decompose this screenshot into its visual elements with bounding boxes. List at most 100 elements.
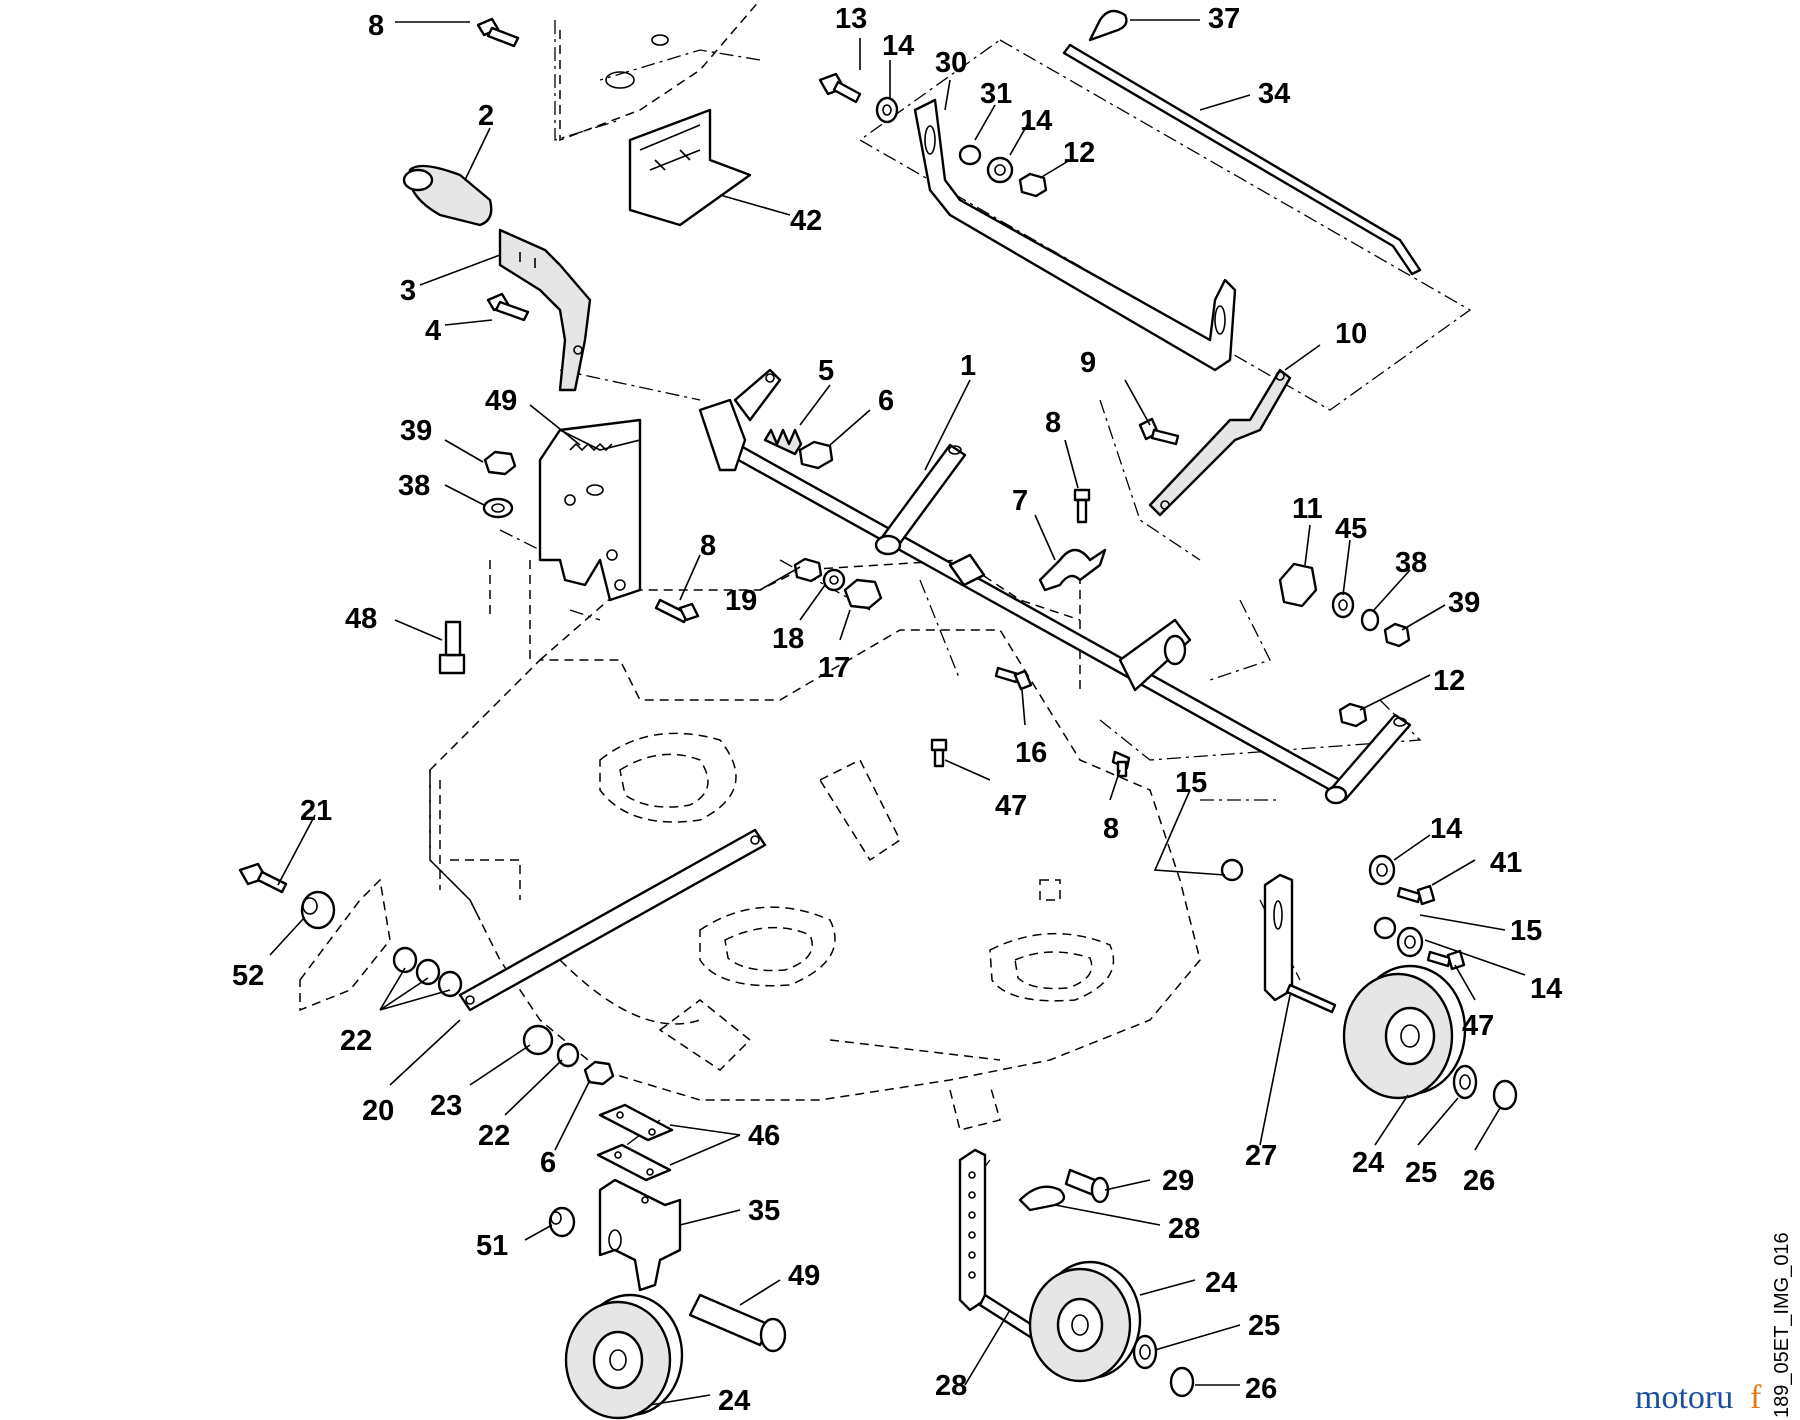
- pin-clip: [1018, 1185, 1066, 1212]
- callout-42: 42: [790, 205, 822, 237]
- callout-14: 14: [1430, 813, 1462, 845]
- spacer: [958, 144, 982, 166]
- washer: [415, 958, 441, 986]
- callout-26: 26: [1245, 1373, 1277, 1405]
- callout-34: 34: [1258, 78, 1290, 110]
- callout-12: 12: [1063, 137, 1095, 169]
- washer: [875, 96, 899, 124]
- callout-47: 49: [788, 1260, 820, 1292]
- bolt: [1396, 884, 1436, 906]
- nut: [1018, 172, 1048, 198]
- washer: [1396, 926, 1424, 958]
- callout-2: 2: [478, 100, 494, 132]
- callout-28: 28: [935, 1370, 967, 1402]
- callout-38: 38: [398, 470, 430, 502]
- watermark-text-orange: f: [1750, 1379, 1762, 1416]
- callout-45: 45: [1335, 513, 1367, 545]
- callout-15: 15: [1510, 915, 1542, 947]
- callout-29: 29: [1162, 1165, 1194, 1197]
- callout-20: 20: [362, 1095, 394, 1127]
- callout-1: 1: [960, 350, 976, 382]
- wheel-bracket: [598, 1178, 682, 1292]
- callout-27: 27: [1245, 1140, 1277, 1172]
- pin-clip: [1088, 9, 1128, 42]
- snap-ring: [1169, 1366, 1195, 1398]
- washer: [1331, 591, 1355, 619]
- callout-3: 3: [400, 275, 416, 307]
- image-code: 189_05ET_IMG_016: [1771, 1232, 1793, 1418]
- callout-25: 25: [1405, 1157, 1437, 1189]
- rear-wheel-left: [1028, 1260, 1142, 1383]
- nut: [793, 557, 823, 583]
- callout-46: 46: [748, 1120, 780, 1152]
- callout-15: 15: [1175, 767, 1207, 799]
- callout-24: 24: [718, 1385, 750, 1417]
- washer: [556, 1042, 580, 1068]
- bolt: [438, 620, 466, 675]
- front-wheel: [564, 1293, 684, 1420]
- height-bracket: [538, 418, 642, 602]
- washer: [482, 497, 514, 519]
- nut: [483, 450, 517, 476]
- spacer: [300, 890, 336, 930]
- washer: [1132, 1334, 1158, 1370]
- bolt: [1138, 417, 1180, 446]
- callout-10: 10: [1335, 318, 1367, 350]
- handle-lever: [498, 228, 592, 392]
- callout-37: 37: [1208, 3, 1240, 35]
- bolt: [654, 598, 700, 624]
- callout-41: 47: [995, 790, 1027, 822]
- washer: [1360, 608, 1380, 632]
- callout-11: 11: [1292, 493, 1323, 525]
- front-arm: [1148, 368, 1292, 517]
- spacer: [1373, 916, 1397, 940]
- callout-23: 23: [430, 1090, 462, 1122]
- frame-fragment: [559, 0, 761, 142]
- callout-8: 8: [1045, 407, 1061, 439]
- callout-41: 47: [1462, 1010, 1494, 1042]
- callout-14: 14: [882, 30, 914, 62]
- washer: [1452, 1064, 1478, 1100]
- callout-12: 12: [1433, 665, 1465, 697]
- nut: [798, 440, 834, 470]
- callout-25: 25: [1248, 1310, 1280, 1342]
- bolt: [994, 666, 1033, 691]
- washer: [437, 970, 463, 998]
- height-bracket: [1263, 873, 1337, 1014]
- spacer: [522, 1024, 554, 1056]
- callout-21: 21: [300, 795, 332, 827]
- lift-shaft: [698, 368, 1412, 805]
- callout-22: 22: [478, 1120, 510, 1152]
- callout-52: 52: [232, 960, 264, 992]
- washer: [986, 156, 1014, 184]
- callout-17: 17: [818, 652, 850, 684]
- callout-24: 24: [1352, 1147, 1384, 1179]
- callout-4: 4: [425, 315, 441, 347]
- shim-plate: [596, 1103, 674, 1182]
- callout-14: 14: [1530, 973, 1562, 1005]
- callout-39: 39: [1448, 587, 1480, 619]
- handle-grip: [402, 164, 493, 227]
- front-bar: [458, 828, 767, 1012]
- callout-48: 51: [476, 1230, 508, 1262]
- leader-lines: [269, 19, 1526, 1406]
- callout-39: 39: [400, 415, 432, 447]
- callout-33: 31: [980, 78, 1012, 110]
- callout-19: 19: [725, 585, 757, 617]
- callout-38: 38: [1395, 547, 1427, 579]
- mounting-bracket: [628, 108, 752, 227]
- callout-24: 24: [1205, 1267, 1237, 1299]
- callout-13: 13: [835, 3, 867, 35]
- axle-bolt: [688, 1293, 787, 1353]
- callout-labels: 8 13 14 30 31 14 12 37 34 2 42 3 4 5 6 1…: [232, 3, 1562, 1417]
- callout-9: 9: [1080, 347, 1096, 379]
- callout-40: 41: [1490, 847, 1522, 879]
- callout-8: 8: [1103, 813, 1119, 845]
- bushing: [548, 1206, 576, 1238]
- callout-14: 14: [1020, 105, 1052, 137]
- callout-6: 6: [540, 1147, 556, 1179]
- pin: [1064, 1168, 1110, 1204]
- rear-wheel-right: [1342, 964, 1467, 1100]
- bolt: [818, 72, 862, 104]
